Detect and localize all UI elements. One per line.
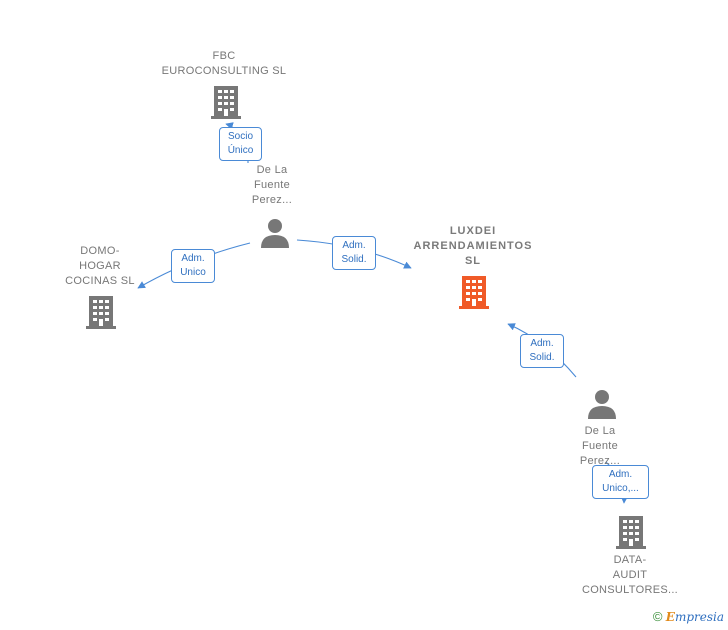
node-label-line: CONSULTORES... [581, 584, 679, 596]
brand-rest: mpresia [674, 610, 724, 624]
node-label-line: Fuente [581, 440, 619, 452]
node-label-line: DOMO- [80, 245, 120, 257]
node-label-line: LUXDEI [449, 225, 497, 237]
badge-line: Adm. [181, 253, 205, 264]
badge-line: Solid. [341, 254, 367, 265]
relation-badge-adm-unico-data[interactable]: Adm. Unico,... [592, 465, 649, 499]
node-label-line: COCINAS SL [65, 275, 135, 287]
node-label-line: DATA- [613, 554, 647, 566]
badge-line: Solid. [529, 352, 555, 363]
node-label-person-1[interactable]: De La Fuente Perez... [232, 163, 312, 208]
brand-footer: © Empresia [653, 609, 724, 624]
relation-badge-socio-unico[interactable]: Socio Único [219, 127, 262, 161]
building-icon[interactable] [615, 514, 647, 550]
building-icon[interactable] [210, 84, 242, 120]
person-icon[interactable] [586, 389, 618, 419]
relation-badge-adm-solid-1[interactable]: Adm. Solid. [332, 236, 376, 270]
badge-line: Unico [180, 267, 206, 278]
node-label-line: ARRENDAMIENTOS [413, 240, 533, 252]
badge-line: Adm. [608, 469, 633, 480]
node-label-fbc[interactable]: FBC EUROCONSULTING SL [144, 49, 304, 79]
node-label-line: Perez... [579, 455, 621, 467]
person-icon[interactable] [259, 218, 291, 248]
building-icon-main[interactable] [458, 274, 490, 310]
node-label-line: HOGAR [79, 260, 121, 272]
badge-line: Socio [227, 131, 253, 142]
brand-logo[interactable]: Empresia [666, 610, 724, 624]
relation-badge-adm-solid-2[interactable]: Adm. Solid. [520, 334, 564, 368]
node-label-person-2[interactable]: De La Fuente Perez... [560, 424, 640, 469]
node-label-line: De La [584, 425, 616, 437]
node-label-domo[interactable]: DOMO- HOGAR COCINAS SL [50, 244, 150, 289]
node-label-luxdei[interactable]: LUXDEI ARRENDAMIENTOS SL [398, 224, 548, 269]
relation-badge-adm-unico[interactable]: Adm. Unico [171, 249, 215, 283]
badge-line: Único [227, 145, 254, 156]
node-label-data-audit[interactable]: DATA- AUDIT CONSULTORES... [574, 553, 686, 598]
node-label-line: EUROCONSULTING SL [161, 65, 287, 77]
node-label-line: FBC [212, 50, 236, 62]
node-label-line: Perez... [251, 194, 293, 206]
badge-line: Adm. [342, 240, 366, 251]
node-label-line: AUDIT [612, 569, 648, 581]
node-label-line: Fuente [253, 179, 291, 191]
node-label-line: SL [464, 255, 482, 267]
copyright-icon: © [652, 609, 663, 624]
badge-line: Adm. [530, 338, 554, 349]
badge-line: Unico,... [602, 483, 639, 494]
node-label-line: De La [256, 164, 288, 176]
brand-initial: E [665, 610, 675, 624]
building-icon[interactable] [85, 294, 117, 330]
